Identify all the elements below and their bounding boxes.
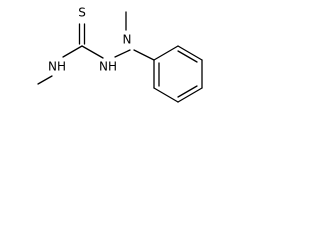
atom-label-n: N <box>123 33 132 47</box>
ring-bond-2 <box>177 45 203 61</box>
bonds <box>37 11 203 103</box>
atom-label-sulfur: S <box>78 6 86 20</box>
bond-nh-left-methyl <box>37 75 53 85</box>
bond-c-nh-middle <box>81 45 104 59</box>
bond-n-phenyl <box>133 49 155 61</box>
bond-nh-middle-n <box>114 49 131 58</box>
atom-label-nh-middle: NH <box>99 60 117 74</box>
ring-inner-2 <box>177 85 198 98</box>
bond-c-nh-left <box>62 45 83 58</box>
ring-bond-4 <box>177 87 203 103</box>
ring-bond-5 <box>153 87 179 103</box>
atom-labels: S NH NH N <box>48 6 131 74</box>
chemical-structure-diagram: S NH NH N <box>37 6 203 103</box>
ring-inner-1 <box>177 50 198 63</box>
ring-bond-1 <box>153 45 179 61</box>
atom-label-nh-left: NH <box>48 60 66 74</box>
